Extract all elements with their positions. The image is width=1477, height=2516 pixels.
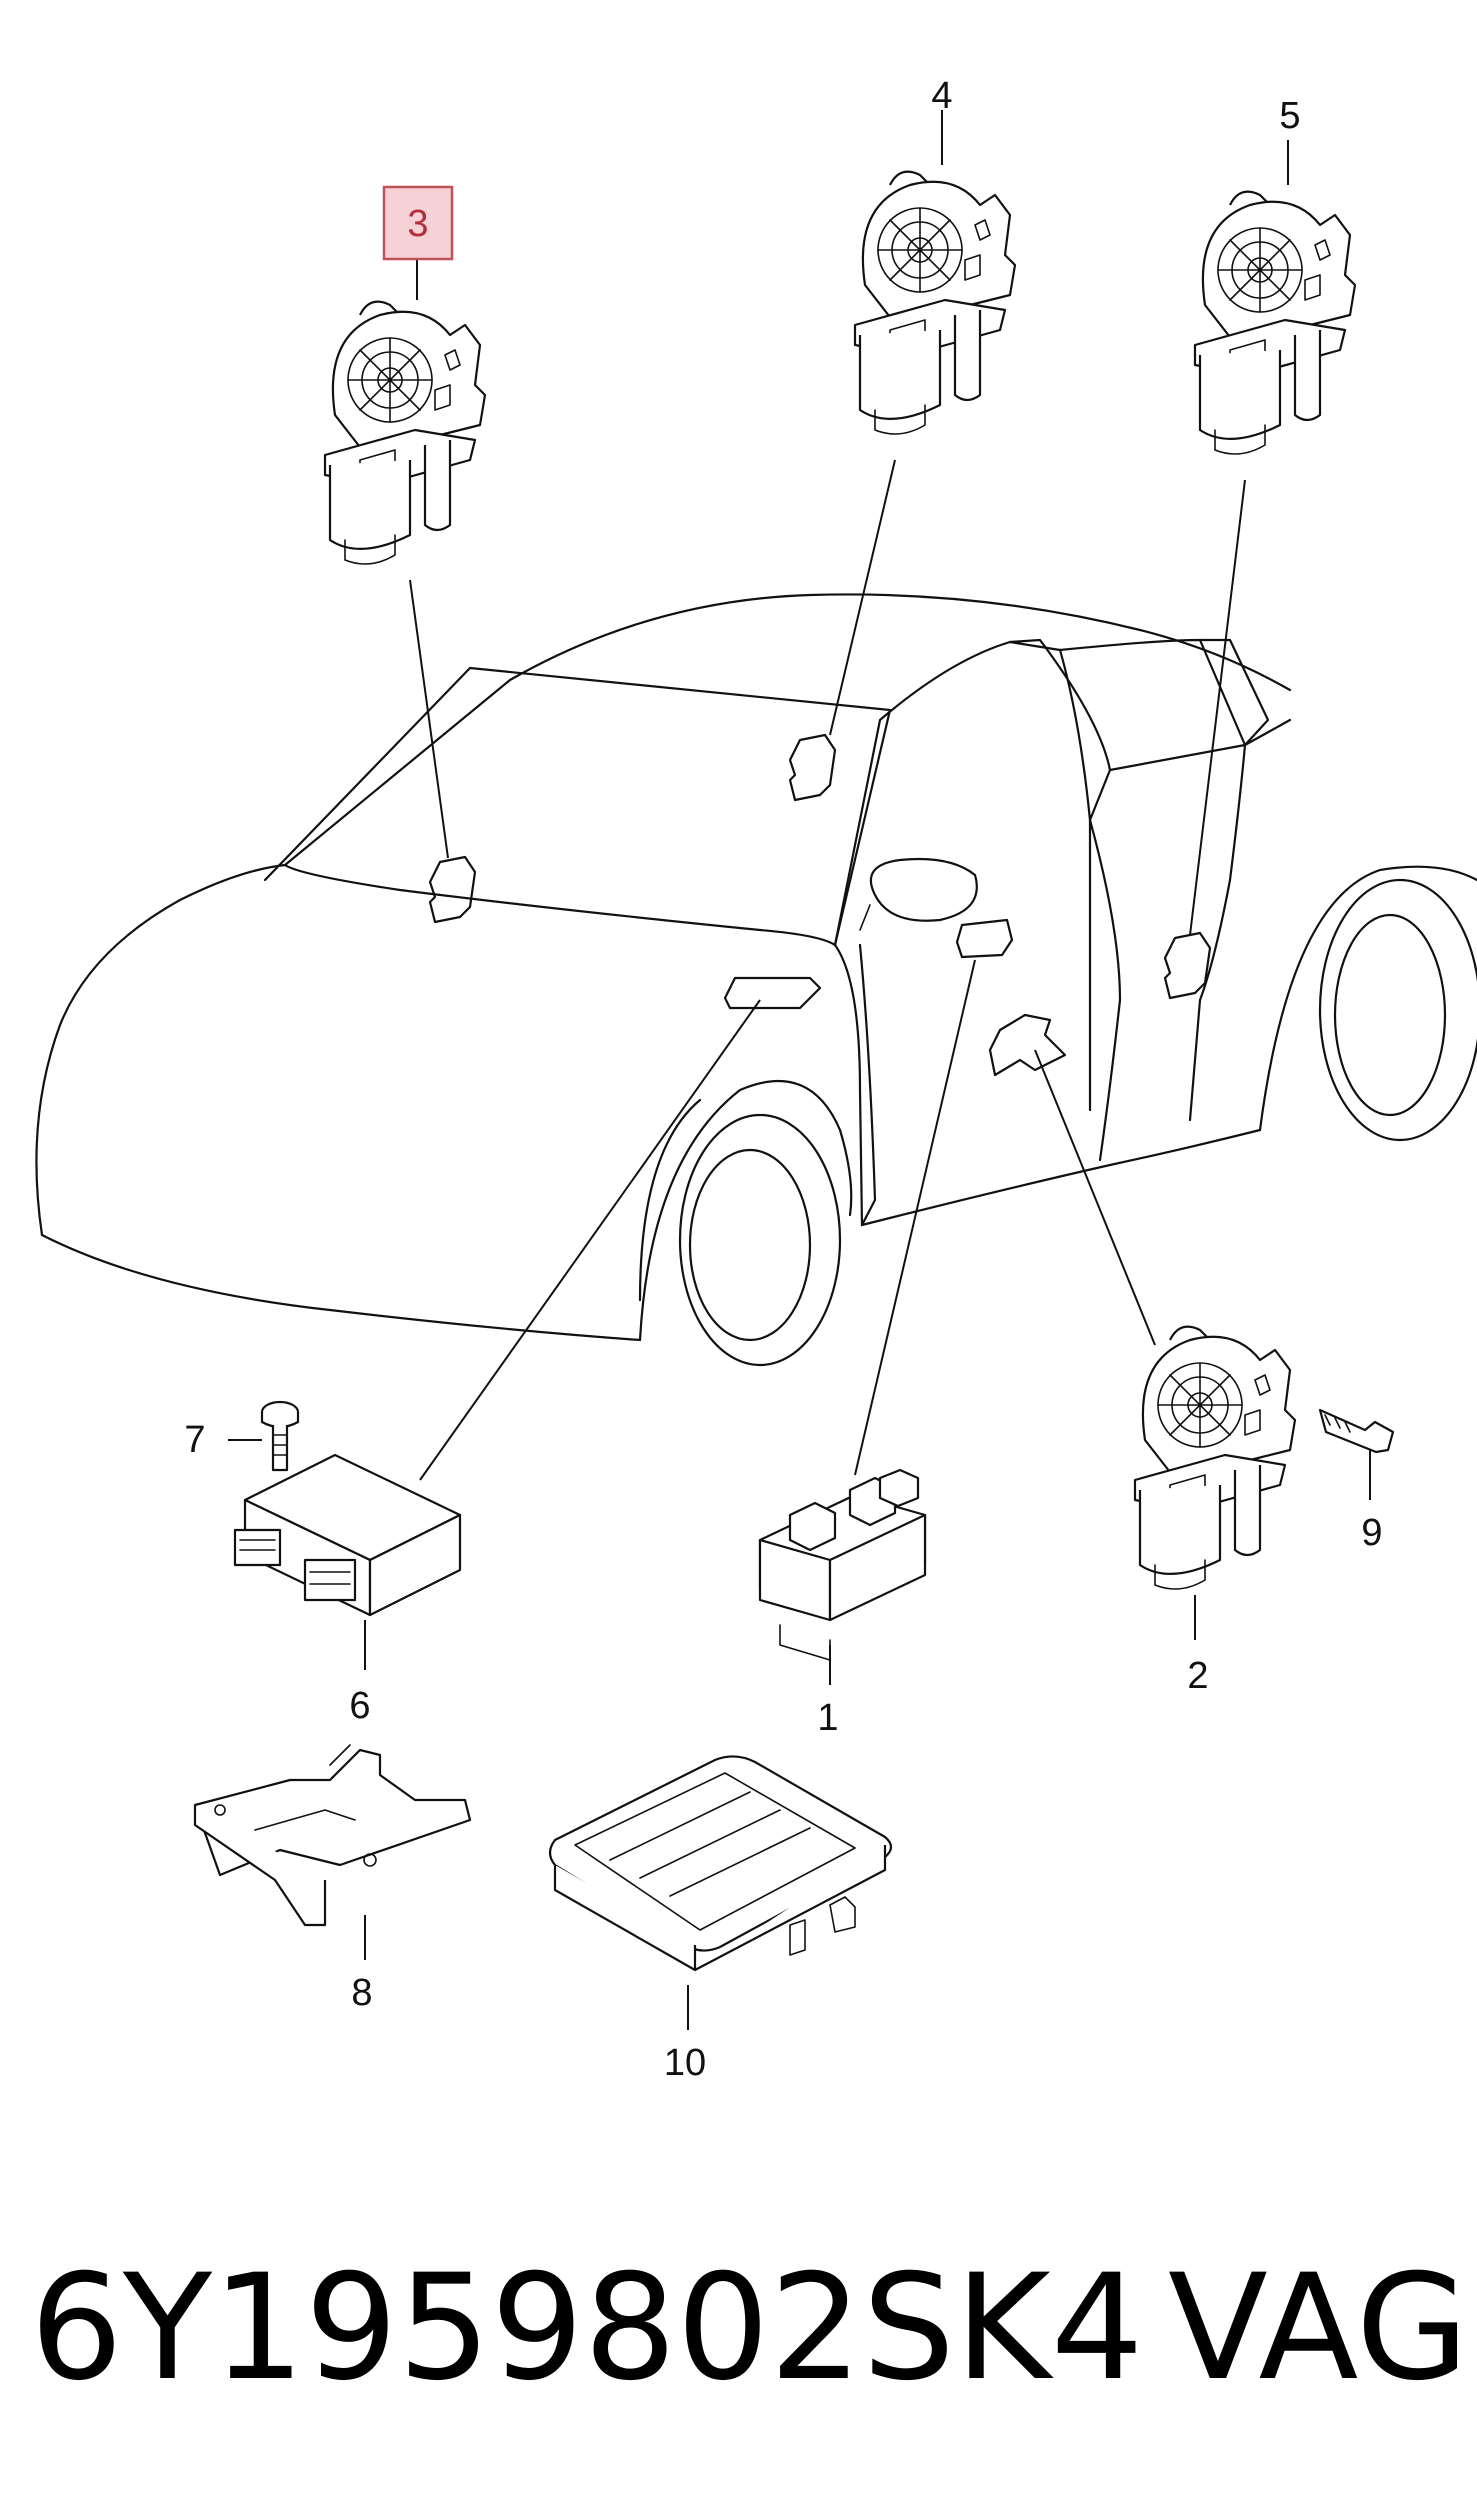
callout-7: 7 bbox=[184, 1419, 205, 1461]
control-module-10 bbox=[548, 1755, 893, 1972]
brand-label: VAG bbox=[1168, 2243, 1469, 2413]
exploded-parts-diagram: 3 4 5 7 9 6 1 2 8 10 bbox=[35, 75, 1477, 2084]
window-motor-4 bbox=[853, 170, 1017, 436]
control-unit-6 bbox=[233, 1453, 462, 1617]
leader-lines bbox=[228, 110, 1371, 2030]
highlight-box bbox=[382, 185, 454, 261]
callout-9: 9 bbox=[1361, 1512, 1382, 1554]
screw-9 bbox=[1318, 1408, 1395, 1454]
callout-2: 2 bbox=[1187, 1655, 1208, 1697]
callout-6: 6 bbox=[349, 1685, 370, 1727]
window-switch-1 bbox=[758, 1468, 927, 1661]
window-motor-3 bbox=[323, 300, 487, 566]
callout-3: 3 bbox=[407, 203, 428, 245]
callout-10: 10 bbox=[664, 2042, 706, 2084]
part-number: 6Y1959802SK4 bbox=[30, 2243, 1144, 2413]
callout-numbers: 3 4 5 7 9 6 1 2 8 10 bbox=[184, 75, 1382, 2084]
car-outline bbox=[35, 593, 1477, 1367]
mounting-bracket-8 bbox=[193, 1744, 472, 1927]
screw-7 bbox=[260, 1400, 300, 1472]
callout-1: 1 bbox=[817, 1697, 838, 1739]
window-motor-2 bbox=[1133, 1325, 1297, 1591]
switch-markers bbox=[428, 733, 1212, 1077]
callout-5: 5 bbox=[1279, 95, 1300, 137]
window-motor-5 bbox=[1193, 190, 1357, 456]
callout-8: 8 bbox=[351, 1972, 372, 2014]
callout-4: 4 bbox=[931, 75, 952, 117]
